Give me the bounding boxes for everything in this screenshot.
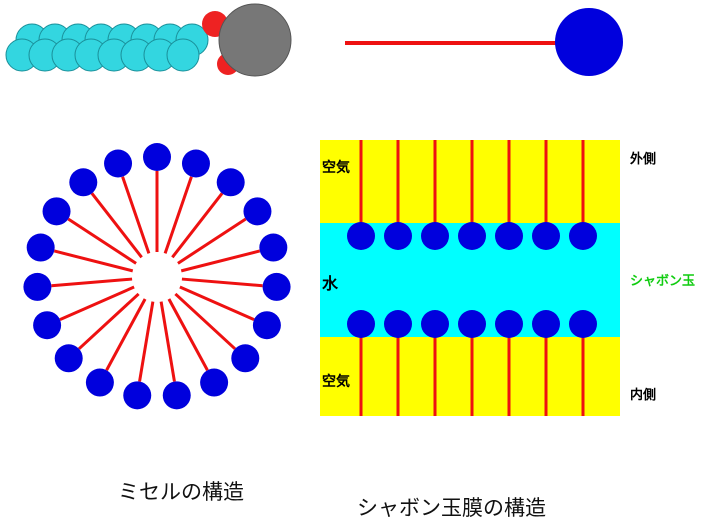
film-head-inner [569, 310, 597, 338]
micelle-tail [181, 277, 263, 288]
micelle-head [54, 344, 83, 373]
micelle-tail [174, 292, 237, 350]
micelle-head [42, 197, 71, 226]
air-label-bottom: 空気 [322, 373, 350, 390]
micelle-tail [121, 176, 151, 254]
sodium-atom [218, 3, 292, 77]
micelle-tail [177, 217, 247, 265]
micelle-head [26, 233, 55, 262]
micelle-head [104, 149, 133, 178]
micelle-head [262, 272, 291, 301]
film-molecules [347, 140, 597, 416]
hydrophilic-head [555, 8, 623, 76]
air-layer-bottom [320, 337, 620, 416]
film-head-inner [532, 310, 560, 338]
film-head-inner [495, 310, 523, 338]
micelle-head [143, 143, 171, 171]
micelle-tail [167, 298, 209, 371]
carbon-atom [166, 38, 200, 72]
micelle-head [23, 272, 52, 301]
micelle-tail [179, 285, 255, 321]
micelle-tail [53, 249, 134, 273]
film-head-outer [495, 222, 523, 250]
micelle-head [162, 381, 191, 410]
micelle-head [33, 311, 62, 340]
film-head-outer [569, 222, 597, 250]
micelle-head [231, 344, 260, 373]
micelle-head [85, 368, 114, 397]
micelle-head [123, 381, 152, 410]
micelle-tail [171, 192, 224, 259]
outer-side-label: 外側 [629, 151, 656, 167]
film-head-outer [384, 222, 412, 250]
film-head-inner [458, 310, 486, 338]
micelle-tail [159, 301, 176, 382]
soap-film-diagram: 空気 水 空気 外側 シャボン玉 内側 [320, 140, 695, 416]
air-layer-top [320, 140, 620, 223]
film-head-inner [347, 310, 375, 338]
micelle-head [69, 168, 98, 197]
film-head-inner [421, 310, 449, 338]
micelle-tail [138, 301, 155, 382]
film-head-outer [532, 222, 560, 250]
film-head-outer [458, 222, 486, 250]
micelle-head [200, 368, 229, 397]
inner-side-label: 内側 [630, 387, 656, 403]
air-label-top: 空気 [322, 159, 350, 176]
micelle-tail [180, 249, 261, 273]
micelle-tail [163, 176, 193, 254]
bubble-label: シャボン玉 [630, 273, 695, 289]
micelle-head [259, 233, 288, 262]
micelle-head [181, 149, 210, 178]
micelle-diagram [23, 143, 291, 410]
micelle-tail [59, 285, 135, 321]
film-head-inner [384, 310, 412, 338]
micelle-tail [105, 298, 147, 371]
micelle-head [216, 168, 245, 197]
soap-film-caption: シャボン玉膜の構造 [357, 496, 546, 520]
micelle-head [252, 311, 281, 340]
micelle-caption: ミセルの構造 [118, 480, 244, 504]
film-head-outer [347, 222, 375, 250]
micelle-tail [77, 292, 140, 350]
micelle-tail [90, 192, 143, 259]
schematic-surfactant-molecule [345, 8, 623, 76]
micelle-tail [51, 277, 133, 288]
micelle-head [243, 197, 272, 226]
space-filling-molecule-model [5, 3, 292, 77]
water-label: 水 [322, 274, 339, 293]
film-head-outer [421, 222, 449, 250]
micelle-tail [67, 217, 137, 265]
